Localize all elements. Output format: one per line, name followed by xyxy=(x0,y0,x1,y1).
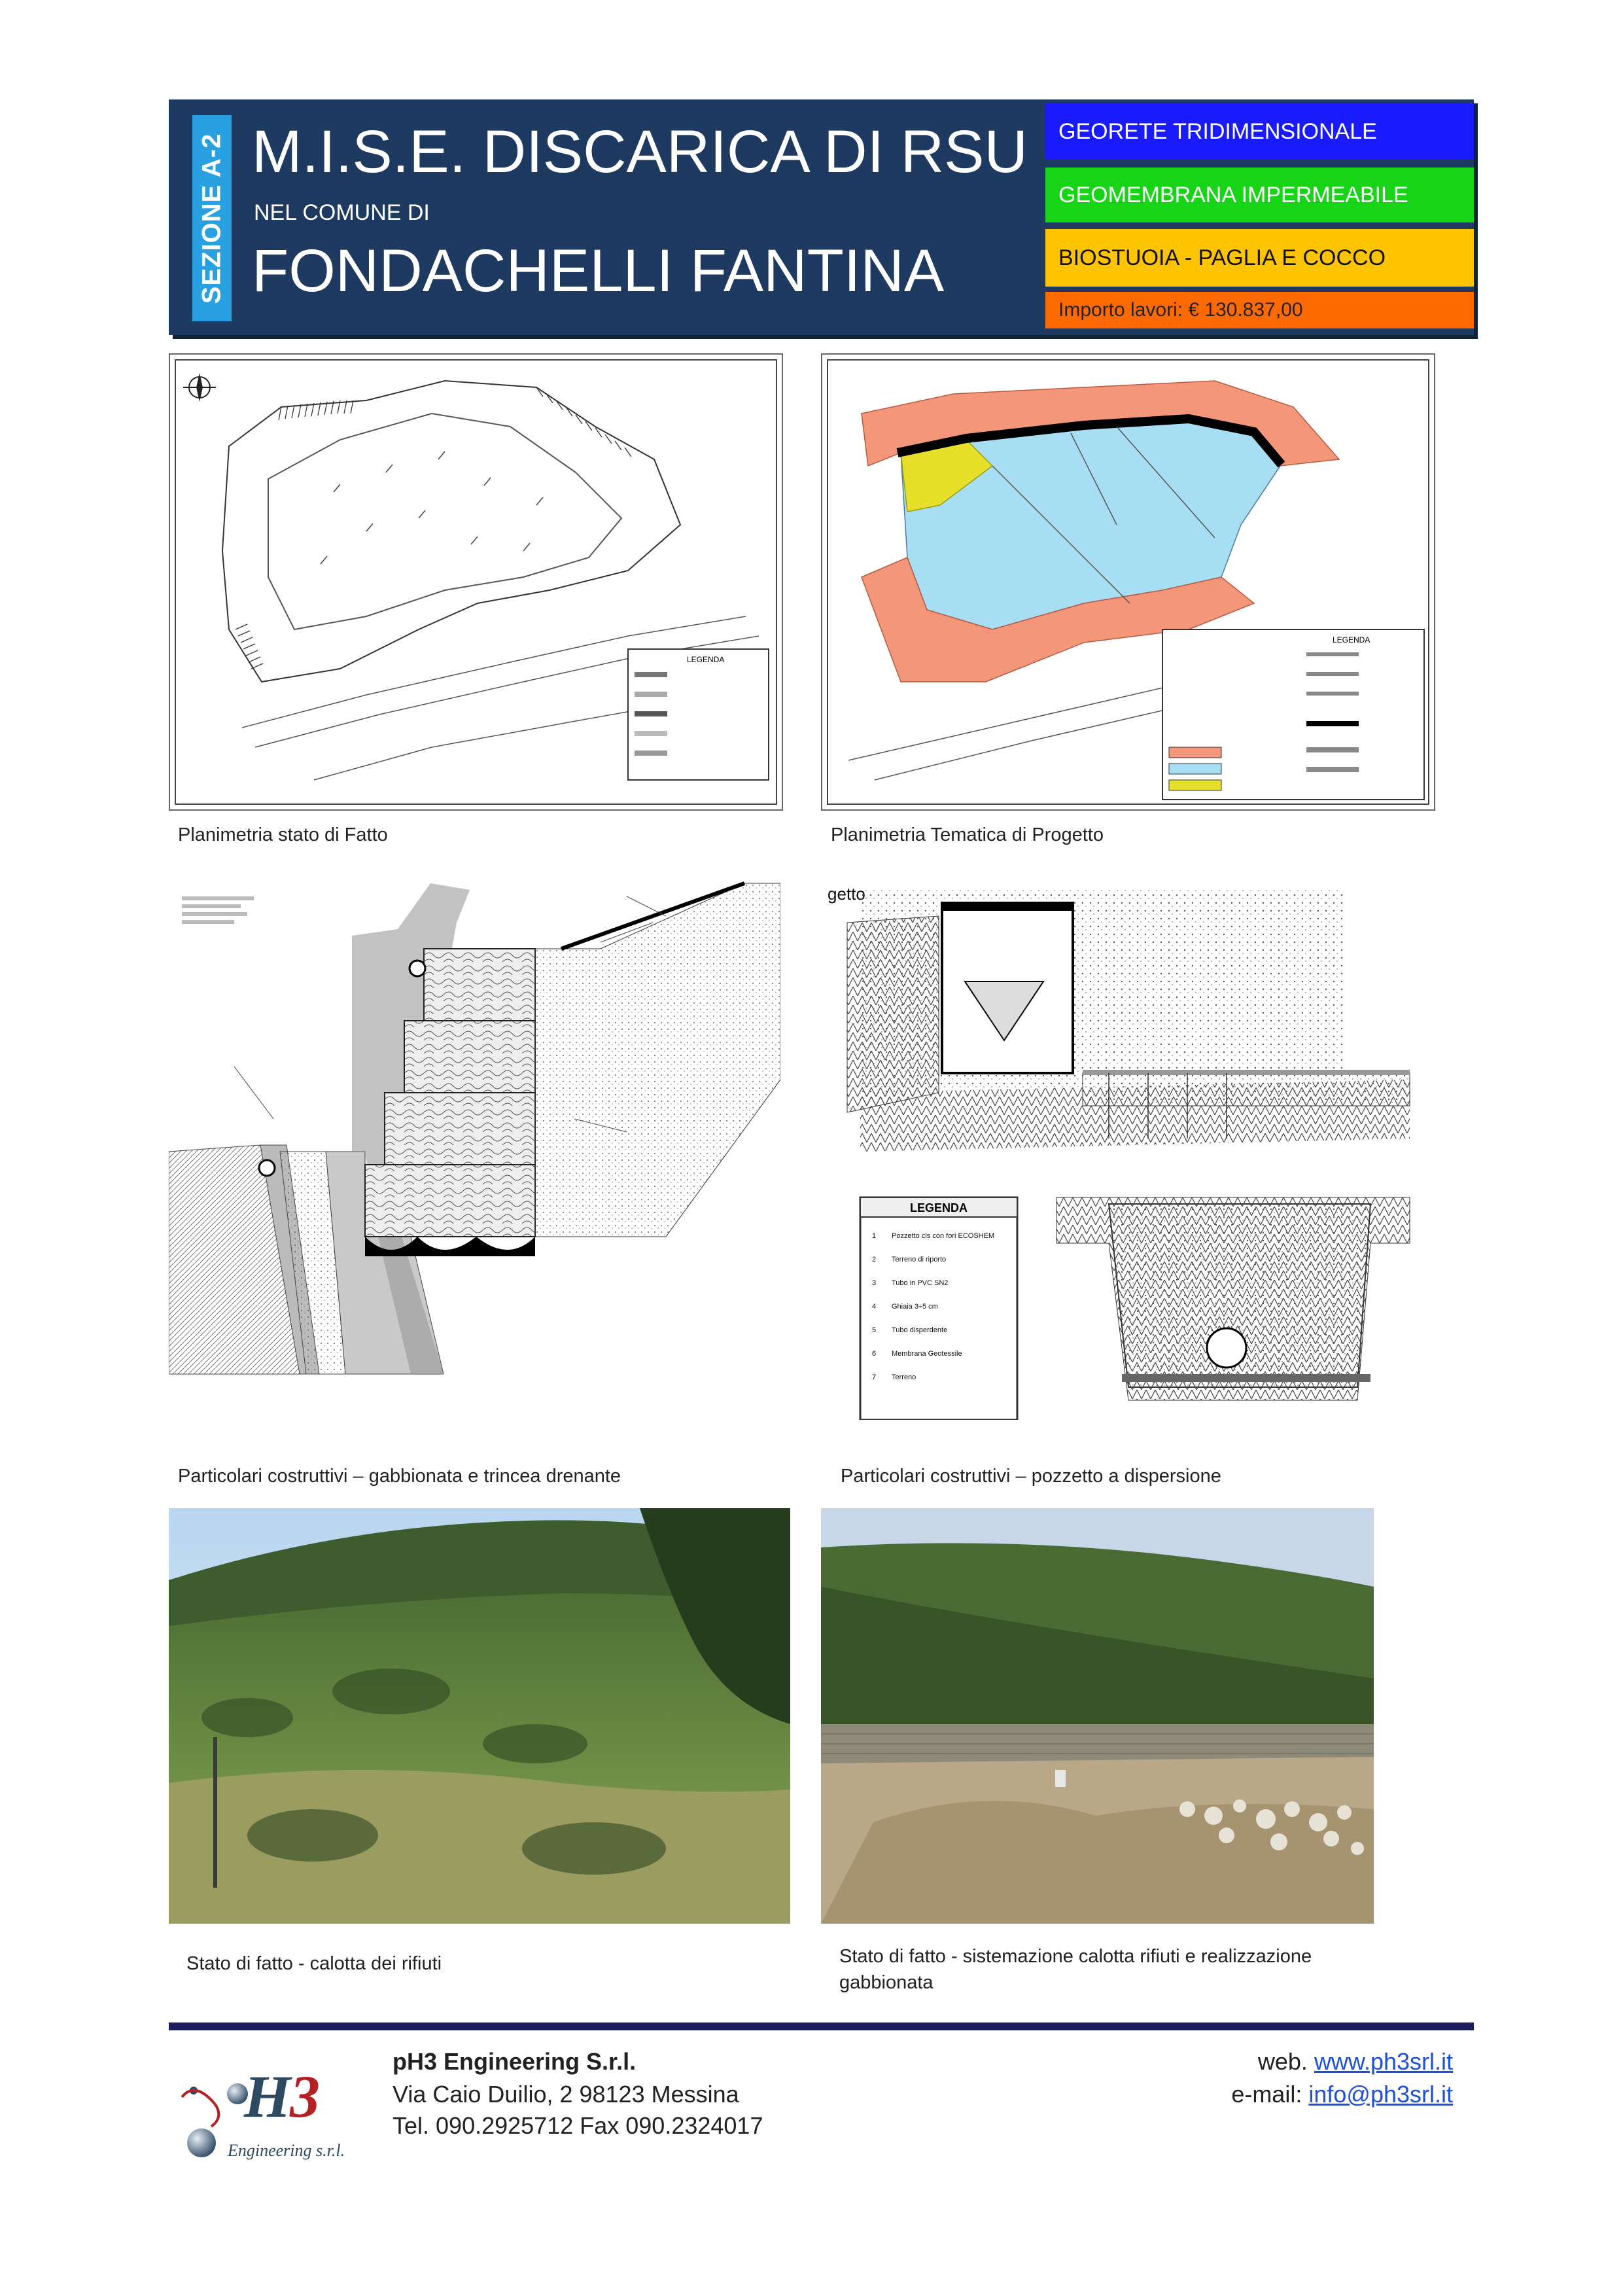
svg-text:Ghiaia 3÷5 cm: Ghiaia 3÷5 cm xyxy=(892,1303,938,1311)
svg-text:1: 1 xyxy=(872,1232,876,1240)
well-legend xyxy=(859,1196,1019,1421)
caption-photo-2-line-2: gabbionata xyxy=(839,1972,934,1993)
logo-tagline: Engineering s.r.l. xyxy=(227,2141,345,2160)
email-label: e-mail: xyxy=(1231,2081,1302,2108)
caption-photo-2-line-1: Stato di fatto - sistemazione calotta ri… xyxy=(839,1946,1312,1967)
svg-text:H: H xyxy=(243,2063,292,2130)
company-name: pH3 Engineering S.r.l. xyxy=(393,2048,637,2075)
photo-gabion-works xyxy=(821,1508,1374,1924)
svg-text:3: 3 xyxy=(872,1279,876,1287)
svg-text:6: 6 xyxy=(872,1350,876,1358)
tag-importo: Importo lavori: € 130.837,00 xyxy=(1045,292,1474,328)
detail-gabion-drawing xyxy=(168,870,781,1394)
tag-georete: GEORETE TRIDIMENSIONALE xyxy=(1045,103,1474,160)
tag-biostuoia: BIOSTUOIA - PAGLIA E COCCO xyxy=(1045,229,1474,287)
website-line: web. www.ph3srl.it xyxy=(1258,2048,1453,2075)
section-tag: SEZIONE A-2 xyxy=(192,115,232,321)
svg-text:5: 5 xyxy=(872,1326,876,1334)
plan-current-drawing: LEGENDA xyxy=(169,353,783,811)
caption-plan-current: Planimetria stato di Fatto xyxy=(178,824,388,845)
svg-text:2: 2 xyxy=(872,1256,876,1263)
photo-gabion-works-image xyxy=(821,1508,1374,1924)
photo-waste-dome xyxy=(169,1508,790,1924)
caption-photo-2: Stato di fatto - sistemazione calotta ri… xyxy=(839,1943,1312,1996)
website-link[interactable]: www.ph3srl.it xyxy=(1314,2048,1453,2075)
tag-geomembrana: GEOMEMBRANA IMPERMEABILE xyxy=(1045,168,1474,222)
svg-text:Tubo disperdente: Tubo disperdente xyxy=(892,1326,947,1334)
caption-plan-project: Planimetria Tematica di Progetto xyxy=(831,824,1104,845)
ph3-logo-icon: H 3 Engineering s.r.l. xyxy=(181,2063,345,2160)
municipality-title: FONDACHELLI FANTINA xyxy=(252,238,945,304)
company-phone: Tel. 090.2925712 Fax 090.2324017 xyxy=(393,2112,763,2139)
svg-text:3: 3 xyxy=(289,2063,320,2130)
page-title: M.I.S.E. DISCARICA DI RSU xyxy=(252,118,1028,185)
company-address: Via Caio Duilio, 2 98123 Messina xyxy=(393,2081,739,2108)
plan-current-legend-title: LEGENDA xyxy=(687,655,724,664)
north-arrow-icon xyxy=(183,373,216,402)
detail-gabion-svg xyxy=(168,881,781,1375)
well-legend-title: LEGENDA xyxy=(910,1201,968,1214)
section-label: SEZIONE A-2 xyxy=(197,133,226,304)
caption-photo-1: Stato di fatto - calotta dei rifiuti xyxy=(186,1953,442,1974)
plan-project-drawing: LEGENDA xyxy=(821,353,1435,811)
svg-text:Terreno di riporto: Terreno di riporto xyxy=(892,1256,946,1263)
caption-detail-gabion: Particolari costruttivi – gabbionata e t… xyxy=(178,1466,621,1487)
website-label: web. xyxy=(1257,2048,1308,2075)
caption-detail-well: Particolari costruttivi – pozzetto a dis… xyxy=(841,1466,1221,1487)
svg-text:4: 4 xyxy=(872,1303,876,1311)
detail-well-svg: getto LEGENDA 1 Pozzetto cls con fori ECO… xyxy=(828,884,1410,1421)
plan-current-svg: LEGENDA xyxy=(175,359,777,805)
svg-text:Terreno: Terreno xyxy=(892,1373,916,1381)
photo-waste-dome-image xyxy=(169,1508,790,1924)
svg-text:Membrana Geotessile: Membrana Geotessile xyxy=(892,1350,962,1358)
svg-text:Pozzetto cls con fori ECOSHEM: Pozzetto cls con fori ECOSHEM xyxy=(892,1232,994,1240)
well-side-label: getto xyxy=(828,884,865,904)
footer-divider xyxy=(169,2022,1474,2030)
company-logo: H 3 Engineering s.r.l. xyxy=(175,2041,378,2172)
detail-well-drawing: getto LEGENDA 1 Pozzetto cls con fori ECO… xyxy=(821,877,1449,1421)
email-link[interactable]: info@ph3srl.it xyxy=(1308,2081,1453,2108)
svg-text:Tubo in PVC SN2: Tubo in PVC SN2 xyxy=(892,1279,948,1287)
svg-text:7: 7 xyxy=(872,1373,876,1381)
page-subtitle: NEL COMUNE DI xyxy=(254,200,430,225)
plan-project-legend-title: LEGENDA xyxy=(1333,635,1370,645)
email-line: e-mail: info@ph3srl.it xyxy=(1231,2081,1453,2108)
plan-project-svg: LEGENDA xyxy=(827,359,1429,805)
